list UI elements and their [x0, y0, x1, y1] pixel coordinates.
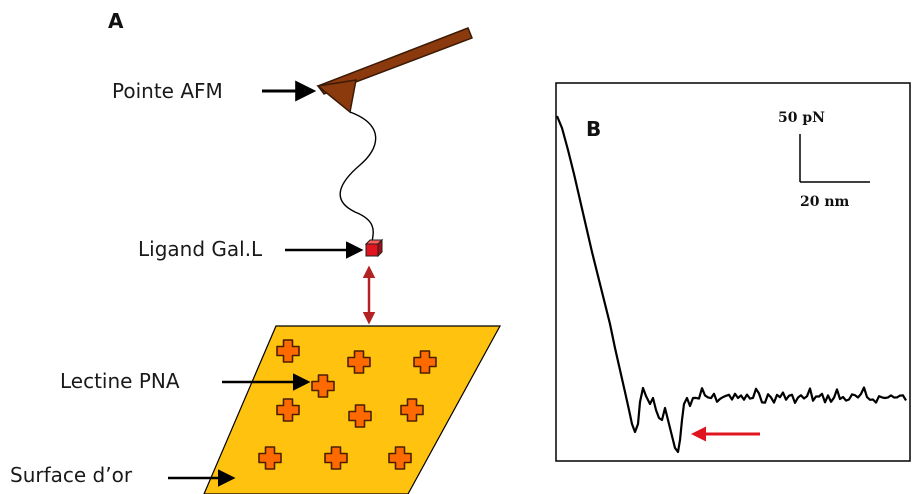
surface-label: Surface d’or	[10, 463, 133, 487]
afm-tip	[316, 79, 357, 114]
ligand-cube	[364, 238, 384, 258]
lectin-cross-3	[413, 350, 437, 374]
lectin-cross-10	[388, 446, 412, 470]
lectin-label: Lectine PNA	[60, 369, 180, 393]
lectin-cross-9	[324, 446, 348, 470]
lectin-cross-1	[276, 339, 300, 363]
scale-distance-label: 20 nm	[800, 194, 850, 210]
panel-a-letter: A	[108, 9, 124, 33]
panel-b-letter: B	[586, 117, 601, 141]
lectin-molecules	[258, 339, 437, 470]
scale-force-label: 50 pN	[778, 110, 825, 126]
afm-cantilever	[316, 27, 473, 114]
lectin-cross-8	[258, 446, 282, 470]
panel-b: B 50 pN 20 nm	[555, 82, 911, 462]
force-curve-frame	[555, 82, 911, 462]
lectin-cross-2	[347, 350, 371, 374]
lectin-cross-6	[348, 404, 372, 428]
polymer-linker	[339, 111, 377, 245]
lectin-cross-5	[276, 398, 300, 422]
scale-bar: 50 pN 20 nm	[778, 110, 870, 210]
cantilever-arm	[316, 27, 473, 95]
panel-a: A Pointe AFM Ligand Gal.L Lectine PNA	[10, 9, 502, 494]
gold-surface	[203, 325, 502, 494]
tip-label: Pointe AFM	[112, 79, 223, 103]
force-distance-curve	[555, 115, 907, 454]
ligand-label: Ligand Gal.L	[138, 237, 263, 261]
lectin-cross-7	[400, 398, 424, 422]
lectin-cross-4	[311, 374, 335, 398]
